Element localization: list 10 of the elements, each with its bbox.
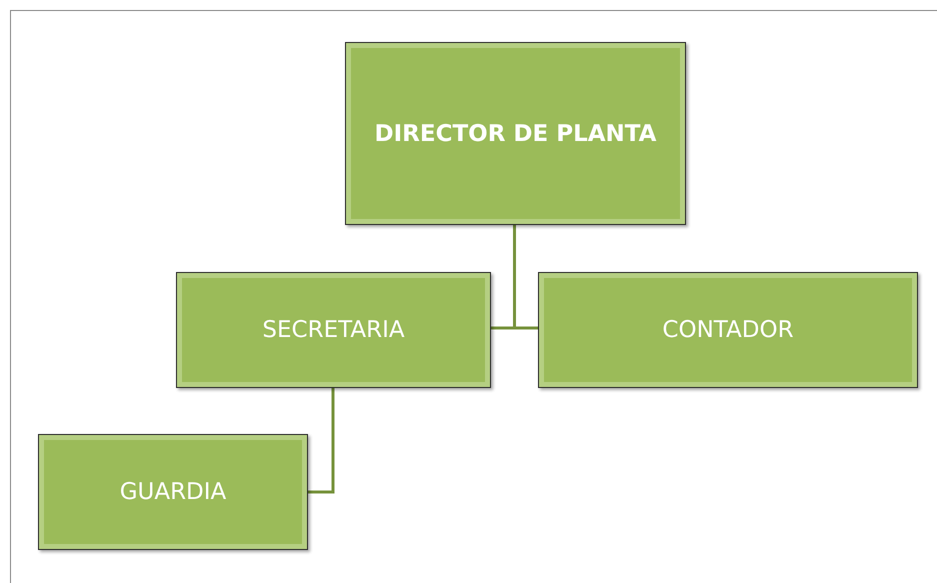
role-title: CONTADOR [662, 317, 794, 343]
role-box [38, 434, 308, 550]
role-title: GUARDIA [120, 479, 226, 505]
role-title: SECRETARIA [262, 317, 405, 343]
director-box [345, 42, 686, 225]
connector-line [513, 225, 538, 330]
connector-line [308, 388, 334, 494]
role-title: DIRECTOR DE PLANTA [374, 120, 656, 146]
role-box [538, 272, 918, 388]
role-box [176, 272, 491, 388]
